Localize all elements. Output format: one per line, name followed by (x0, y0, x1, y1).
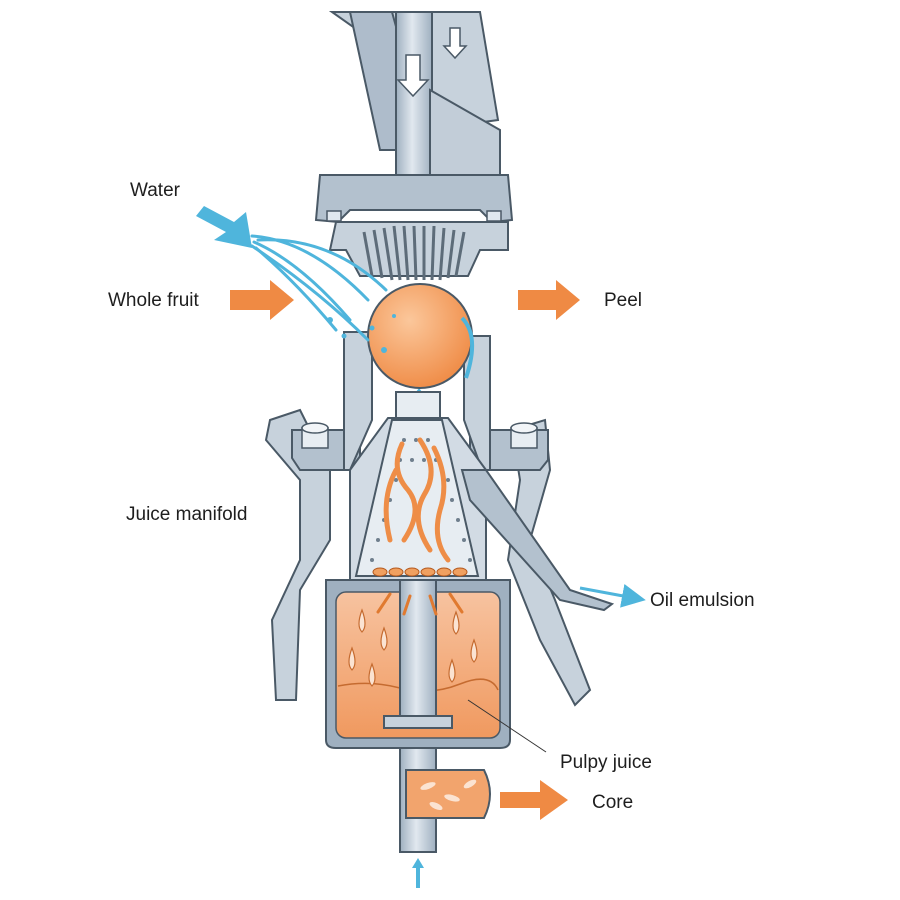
label-peel: Peel (604, 290, 642, 311)
core-outlet (399, 747, 491, 888)
pulpy-juice-leader (467, 699, 547, 753)
fruit-ball (367, 283, 473, 389)
label-oil-emulsion: Oil emulsion (650, 590, 755, 611)
water-spray (196, 206, 396, 353)
label-core: Core (592, 792, 633, 813)
top-cup-assembly (314, 11, 514, 281)
core-arrow (500, 780, 568, 820)
label-water: Water (130, 180, 181, 201)
peel-arrow (518, 280, 580, 320)
label-whole-fruit: Whole fruit (108, 290, 200, 311)
label-pulpy-juice: Pulpy juice (560, 752, 652, 773)
oil-emulsion-arrow (579, 584, 646, 608)
strainer-tube (354, 388, 480, 577)
label-juice-manifold: Juice manifold (126, 504, 247, 525)
juice-chamber (325, 579, 511, 749)
juice-manifold-housing (264, 331, 615, 707)
whole-fruit-arrow (230, 280, 294, 320)
orifice-tube (395, 391, 441, 419)
